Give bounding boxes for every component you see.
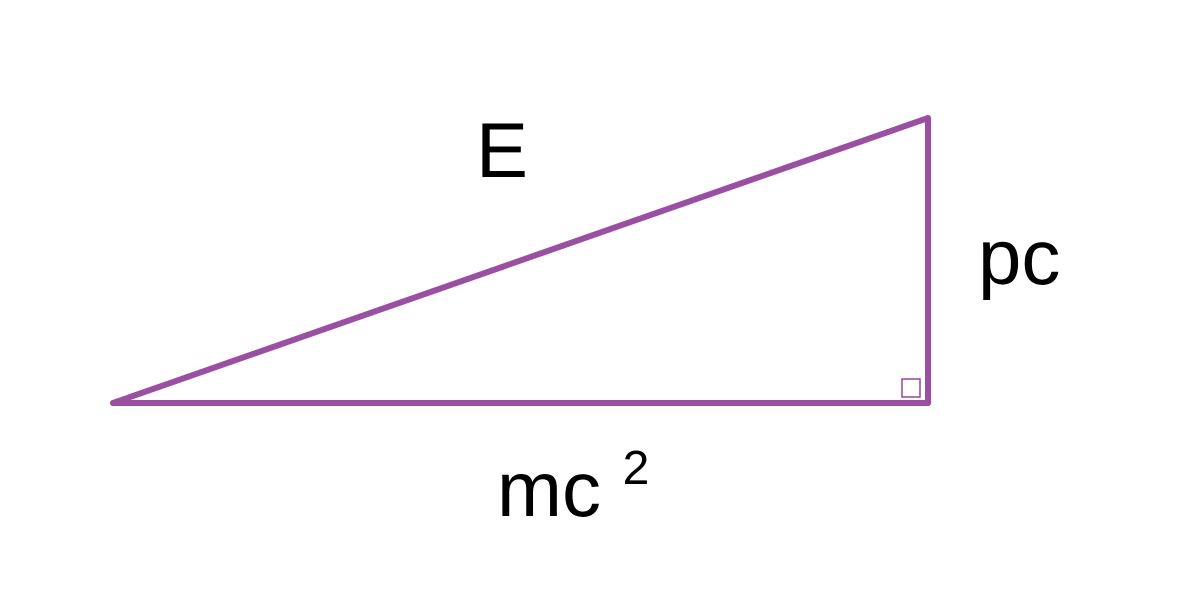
hypotenuse-line bbox=[110, 115, 931, 406]
vertical-leg-label: pc bbox=[978, 213, 1060, 301]
base-leg-label-main: mc bbox=[497, 445, 601, 533]
triangle bbox=[110, 115, 931, 406]
base-leg-label-superscript: 2 bbox=[623, 442, 650, 495]
base-leg-label: mc 2 bbox=[497, 442, 649, 533]
hypotenuse-label: E bbox=[476, 106, 528, 194]
right-angle-marker bbox=[901, 378, 921, 398]
